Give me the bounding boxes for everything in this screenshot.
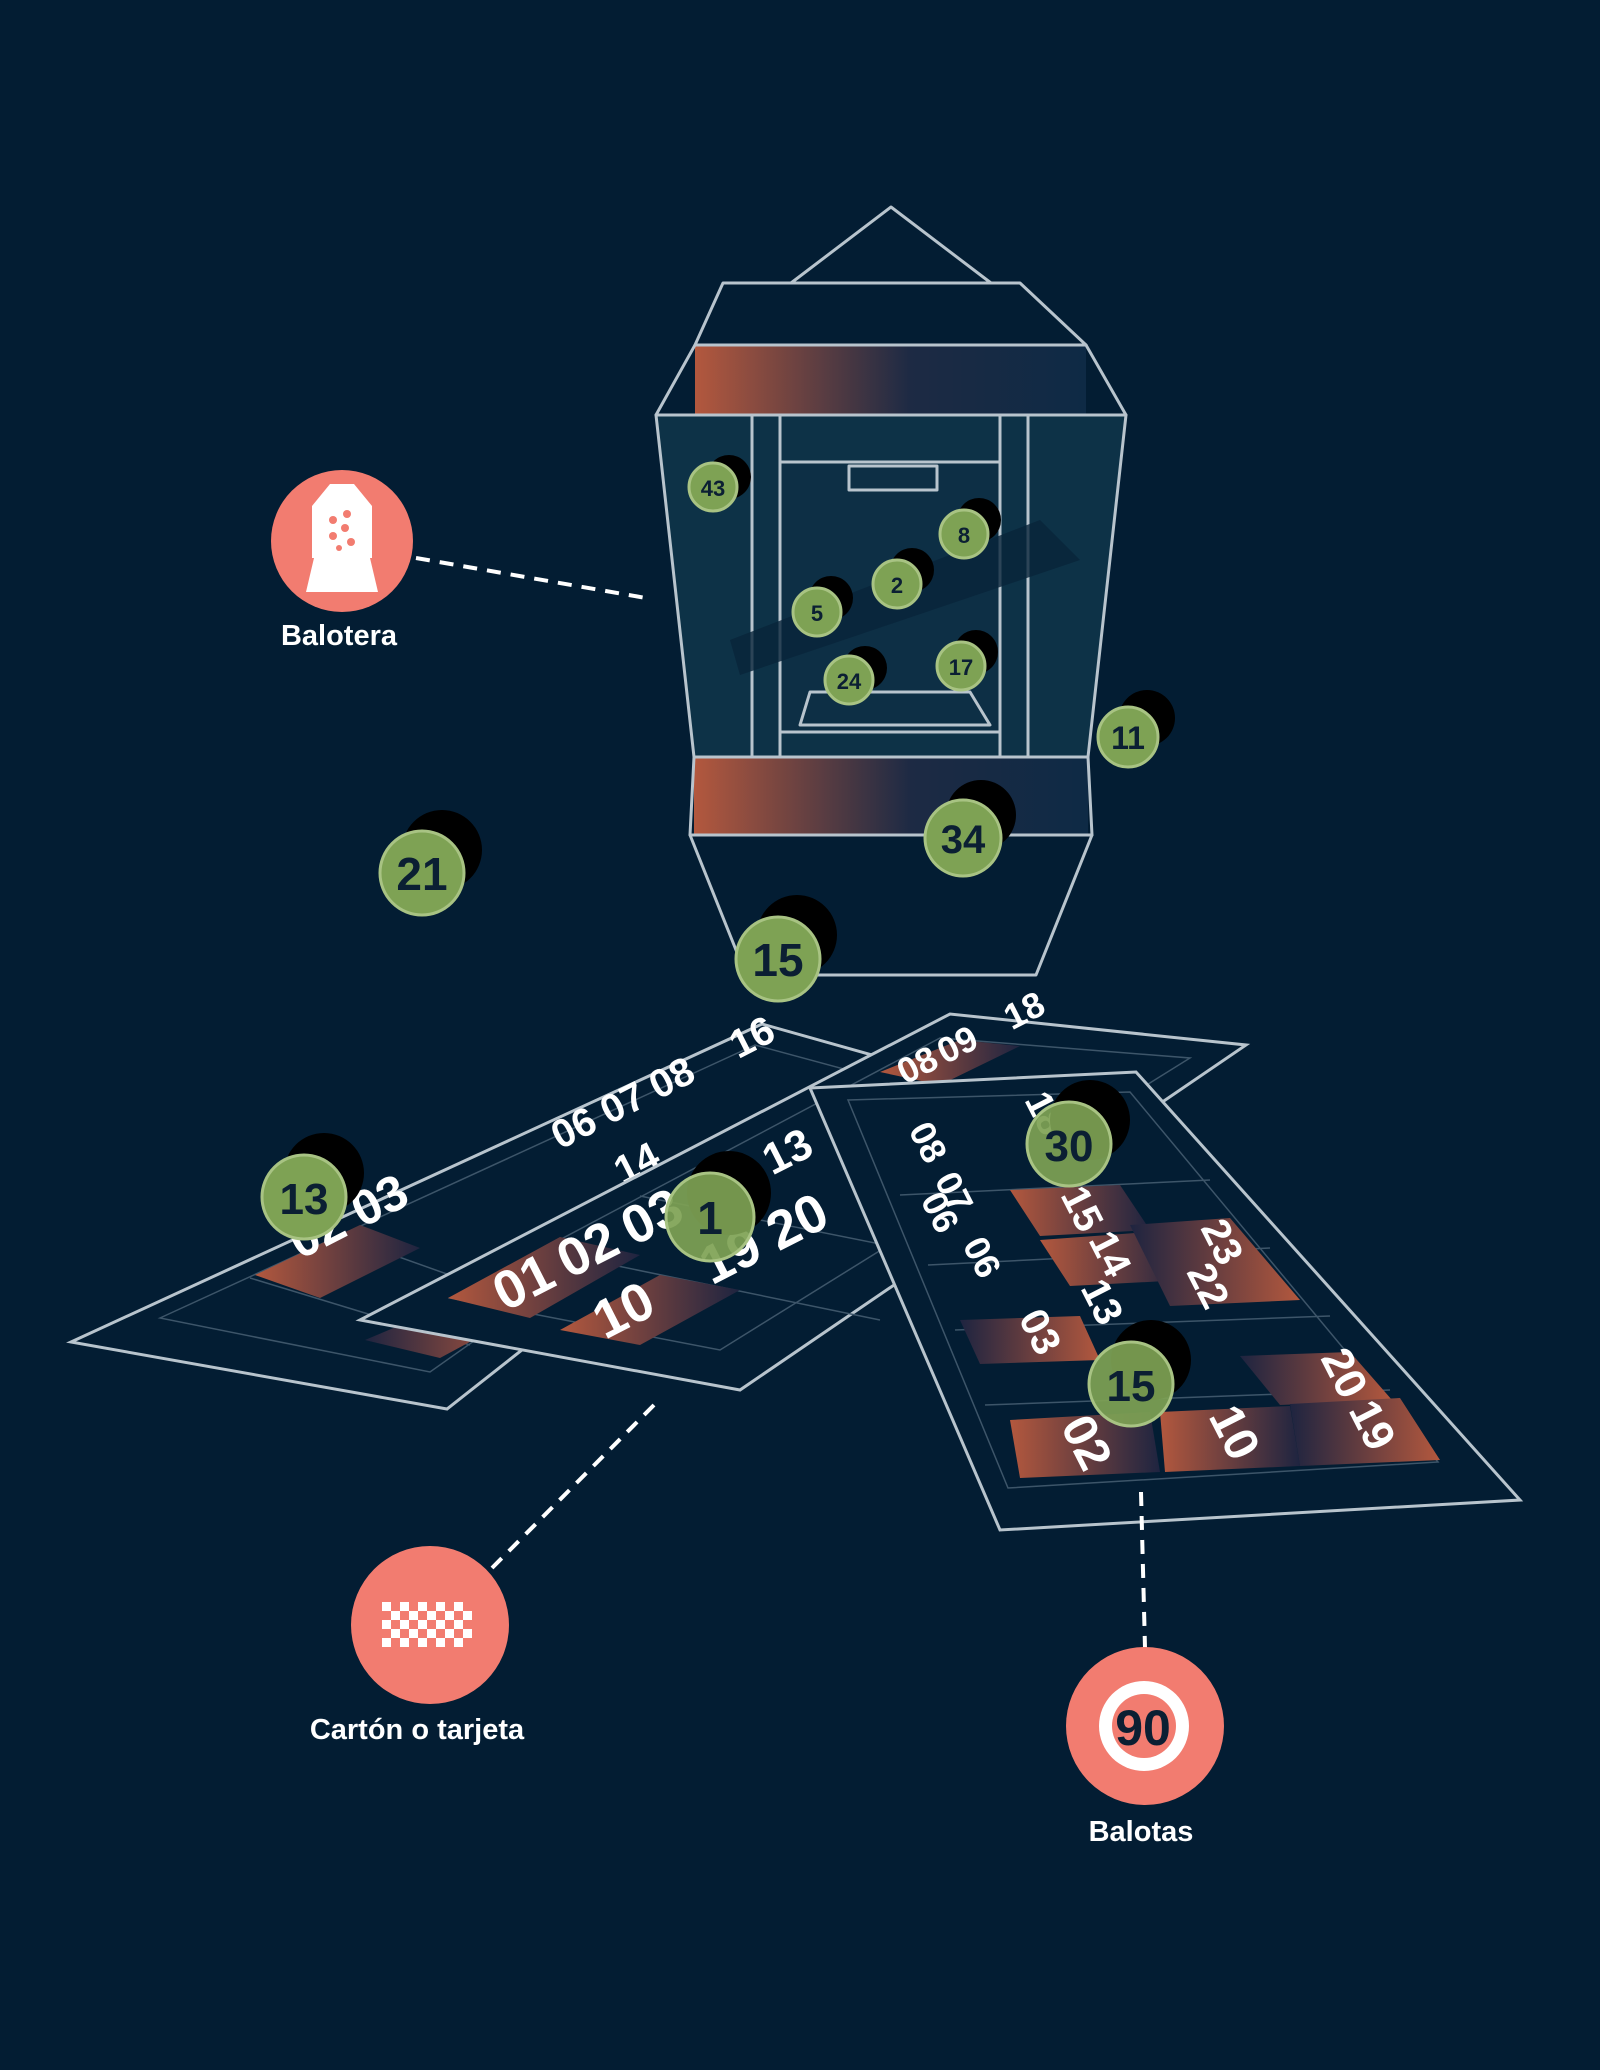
card-right-red-cell-7 bbox=[1160, 1406, 1300, 1472]
callout-label: Balotas bbox=[1089, 1816, 1194, 1848]
callout-circle bbox=[351, 1546, 509, 1704]
ball-number: 13 bbox=[280, 1175, 329, 1224]
checker-card-icon bbox=[382, 1602, 472, 1647]
checker-square bbox=[400, 1620, 409, 1629]
checker-square bbox=[382, 1638, 391, 1647]
ball: 30 bbox=[1025, 1080, 1130, 1188]
machine-bottom-band bbox=[694, 757, 1088, 835]
bingo-card-right: 18 08 07 06 06 15 14 13 23 22 03 bbox=[807, 1070, 1524, 1532]
ball: 2 bbox=[871, 548, 934, 610]
ball: 1 bbox=[664, 1151, 771, 1263]
checker-square bbox=[436, 1620, 445, 1629]
checker-square bbox=[454, 1638, 463, 1647]
ball-icon-number: 90 bbox=[1115, 1700, 1171, 1756]
checker-square bbox=[445, 1629, 454, 1638]
checker-square bbox=[400, 1638, 409, 1647]
machine-top bbox=[693, 281, 1088, 347]
checker-square bbox=[418, 1620, 427, 1629]
ball: 13 bbox=[260, 1133, 364, 1241]
ball-number: 43 bbox=[701, 476, 725, 501]
checker-square bbox=[454, 1602, 463, 1611]
checker-square bbox=[436, 1638, 445, 1647]
checker-square bbox=[445, 1611, 454, 1620]
card-right-red-cell-1 bbox=[1010, 1185, 1150, 1236]
callout-label: Cartón o tarjeta bbox=[310, 1714, 525, 1746]
callout-balotas: 90 Balotas bbox=[1066, 1491, 1224, 1848]
checker-square bbox=[418, 1602, 427, 1611]
ball: 8 bbox=[938, 498, 1001, 560]
callout-label: Balotera bbox=[281, 620, 398, 652]
ball: 17 bbox=[935, 630, 998, 692]
callout-connector bbox=[1139, 1491, 1147, 1649]
card-right-red-cell-4 bbox=[960, 1316, 1100, 1364]
ball-number: 5 bbox=[811, 601, 823, 626]
ball-number: 30 bbox=[1045, 1122, 1094, 1171]
card-middle-red-cell-1 bbox=[448, 1237, 640, 1318]
ball-number: 34 bbox=[941, 818, 986, 862]
checker-square bbox=[409, 1629, 418, 1638]
card-right-red-cell-3 bbox=[1130, 1218, 1300, 1306]
checker-square bbox=[409, 1611, 418, 1620]
machine-top-band bbox=[695, 345, 1086, 415]
ball: 21 bbox=[378, 810, 482, 917]
ball-number: 2 bbox=[891, 573, 903, 598]
ball-number: 24 bbox=[837, 669, 862, 694]
ball: 15 bbox=[1087, 1320, 1191, 1428]
checker-square bbox=[463, 1629, 472, 1638]
ball-number: 17 bbox=[949, 655, 973, 680]
machine-tray bbox=[798, 690, 992, 727]
bingo-machine-icon bbox=[306, 484, 378, 592]
machine-slot bbox=[847, 464, 939, 492]
ball: 43 bbox=[687, 455, 751, 513]
ball-number: 15 bbox=[1107, 1362, 1156, 1411]
ball: 24 bbox=[823, 646, 887, 706]
machine-roof bbox=[789, 205, 993, 285]
checker-square bbox=[382, 1620, 391, 1629]
ball-number: 11 bbox=[1111, 720, 1145, 756]
ball: 15 bbox=[734, 895, 837, 1003]
ball: 5 bbox=[791, 576, 853, 638]
checker-square bbox=[427, 1629, 436, 1638]
card-middle-red-cell-2 bbox=[560, 1275, 740, 1345]
checker-square bbox=[400, 1602, 409, 1611]
callout-connector bbox=[415, 556, 647, 600]
checker-square bbox=[454, 1620, 463, 1629]
ball-number: 1 bbox=[697, 1192, 723, 1244]
callout-balotera: Balotera bbox=[271, 470, 647, 652]
card-right-red-cell-5 bbox=[1240, 1352, 1392, 1405]
card-middle-red-cell-3 bbox=[880, 1040, 1020, 1085]
balls: 43 8 2 5 24 17 11 34 bbox=[260, 455, 1191, 1428]
ball-number: 8 bbox=[958, 523, 970, 548]
checker-square bbox=[391, 1611, 400, 1620]
card-left-red-cell-1 bbox=[255, 1225, 420, 1298]
ball-number: 21 bbox=[396, 848, 447, 900]
card-right-red-cell-8 bbox=[1290, 1398, 1440, 1466]
checker-square bbox=[427, 1611, 436, 1620]
checker-square bbox=[382, 1602, 391, 1611]
ball-90-icon: 90 bbox=[1099, 1681, 1189, 1771]
checker-square bbox=[418, 1638, 427, 1647]
callout-connector bbox=[490, 1403, 656, 1570]
checker-square bbox=[391, 1629, 400, 1638]
checker-square bbox=[436, 1602, 445, 1611]
ball: 11 bbox=[1096, 690, 1175, 769]
callout-carton: Cartón o tarjeta bbox=[310, 1403, 656, 1746]
card-right-red-cell-6 bbox=[1010, 1412, 1160, 1478]
ball: 34 bbox=[923, 780, 1016, 878]
checker-square bbox=[463, 1611, 472, 1620]
ball-number: 15 bbox=[752, 934, 803, 986]
